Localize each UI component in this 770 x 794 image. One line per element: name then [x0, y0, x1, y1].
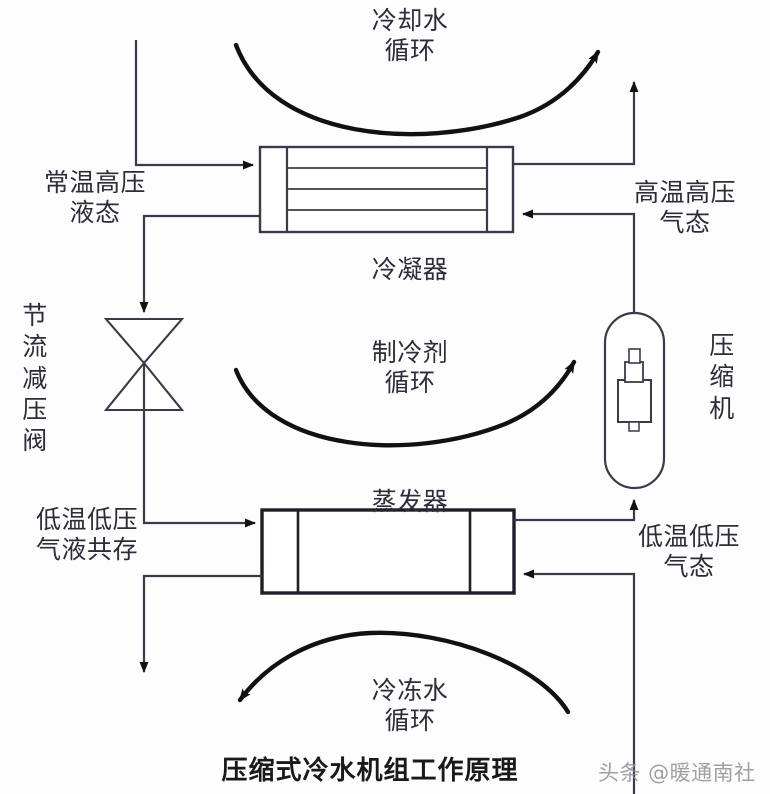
- diagram-title: 压缩式冷水机组工作原理: [221, 756, 519, 786]
- pipe-condenser-to-valve: [139, 214, 260, 313]
- label-low-pressure-mixed-state: 低温低压 气液共存: [35, 505, 138, 564]
- label-inlet-liquid-state: 常温高压 液态: [43, 168, 146, 227]
- label-condenser: 冷凝器: [371, 255, 449, 284]
- pipe-cooling-water-out: [513, 81, 639, 166]
- label-compressor: 压缩机: [704, 330, 740, 424]
- throttle-valve-text: 节流减压阀: [22, 301, 48, 455]
- watermark-text: 头条 @暖通南社: [598, 761, 756, 785]
- pipe-liquid-to-condenser: [134, 40, 254, 170]
- cooling-water-arc-arrow: [233, 42, 601, 137]
- label-refrigerant-circulation: 制冷剂 循环: [371, 338, 449, 397]
- chilled-water-arc-arrow: [237, 630, 571, 715]
- condenser-symbol: [258, 145, 515, 234]
- refrigerant-arc-arrow: [233, 359, 577, 448]
- label-cooling-water-circulation: 冷却水 循环: [371, 6, 449, 65]
- label-evaporator: 蒸发器: [371, 487, 449, 516]
- pipe-valve-to-evaporator: [142, 363, 256, 528]
- pipe-compressor-to-condenser: [522, 209, 636, 313]
- pipe-cooling-water-in: [523, 569, 636, 794]
- label-throttle-valve: 节流减压阀: [20, 300, 50, 456]
- evaporator-symbol: [260, 508, 516, 595]
- label-chilled-water-circulation: 冷冻水 循环: [371, 676, 449, 735]
- pipe-chilled-water-out: [139, 574, 262, 673]
- compressor-text: 压缩机: [709, 331, 735, 423]
- compressor-symbol: [603, 311, 666, 490]
- pipe-evaporator-to-compressor: [514, 499, 639, 522]
- label-low-pressure-gas-state: 低温低压 气态: [637, 522, 740, 581]
- label-outlet-hot-gas-state: 高温高压 气态: [633, 178, 736, 237]
